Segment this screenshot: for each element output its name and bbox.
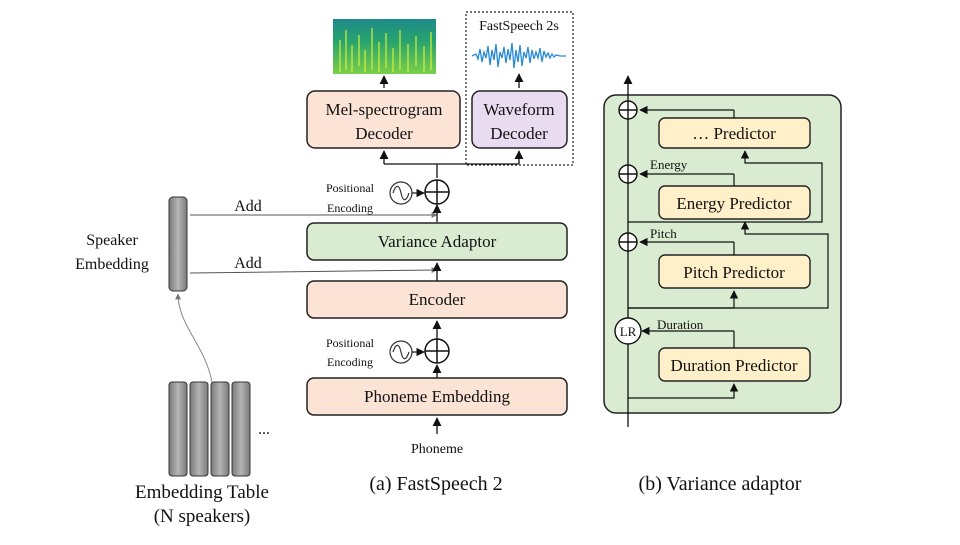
phoneme-embedding-label: Phoneme Embedding bbox=[364, 387, 510, 406]
phoneme-label: Phoneme bbox=[411, 442, 463, 457]
add-arrow-bottom bbox=[189, 267, 438, 274]
duration-predictor-label: Duration Predictor bbox=[671, 356, 798, 375]
embedding-table-label-1: Embedding Table bbox=[135, 482, 269, 503]
embedding-column-1 bbox=[168, 381, 188, 477]
encoder-label: Encoder bbox=[409, 290, 466, 309]
embedding-column-4 bbox=[231, 381, 251, 477]
mel-spectrogram-image bbox=[333, 19, 436, 74]
embedding-table-label-2: (N speakers) bbox=[154, 506, 251, 527]
waveform-decoder-box: Waveform Decoder bbox=[471, 90, 568, 149]
caption-variance-adaptor: (b) Variance adaptor bbox=[639, 473, 802, 495]
positional-encoding-bottom: Positional Encoding bbox=[326, 336, 450, 369]
embedding-column-3 bbox=[210, 381, 230, 477]
adder-pitch bbox=[618, 232, 638, 252]
speaker-embedding-label-1: Speaker bbox=[86, 232, 138, 249]
more-predictor-label: … Predictor bbox=[692, 124, 776, 143]
positional-encoding-top: Positional Encoding bbox=[326, 179, 450, 215]
positional-encoding-top-label-1: Positional bbox=[326, 181, 375, 195]
waveform-image bbox=[471, 42, 566, 69]
length-regulator: LR bbox=[614, 317, 642, 345]
energy-predictor-label: Energy Predictor bbox=[676, 194, 792, 213]
add-label-bottom: Add bbox=[234, 255, 262, 272]
add-label-top: Add bbox=[234, 198, 262, 215]
mel-decoder-label-1: Mel-spectrogram bbox=[325, 100, 442, 119]
waveform-decoder-label-2: Decoder bbox=[490, 124, 548, 143]
encoder-box: Encoder bbox=[306, 280, 568, 319]
speaker-embedding-bar bbox=[168, 196, 188, 292]
speaker-embedding-group: Speaker Embedding bbox=[75, 196, 188, 292]
fastspeech2s-title: FastSpeech 2s bbox=[479, 19, 559, 34]
lr-label: LR bbox=[620, 324, 637, 339]
adder-energy bbox=[618, 164, 638, 184]
waveform-decoder-label-1: Waveform bbox=[483, 100, 554, 119]
adder-more bbox=[618, 100, 638, 120]
phoneme-embedding-box: Phoneme Embedding bbox=[306, 377, 568, 416]
add-arrows: Add Add bbox=[189, 198, 438, 274]
input-to-duration bbox=[628, 383, 739, 399]
caption-fastspeech2: (a) FastSpeech 2 bbox=[369, 473, 502, 495]
positional-encoding-bottom-label-1: Positional bbox=[326, 336, 375, 350]
pitch-label: Pitch bbox=[650, 226, 677, 241]
mel-spectrogram-decoder-box: Mel-spectrogram Decoder bbox=[306, 90, 461, 149]
energy-label: Energy bbox=[650, 157, 688, 172]
positional-encoding-bottom-label-2: Encoding bbox=[327, 355, 373, 369]
variance-adaptor-label: Variance Adaptor bbox=[378, 232, 497, 251]
variance-adaptor-box: Variance Adaptor bbox=[306, 222, 568, 261]
pitch-to-more bbox=[628, 150, 823, 223]
variance-adaptor-detail: LR … Predictor Energy Energy Predictor P… bbox=[603, 75, 842, 427]
fastspeech2s-box: FastSpeech 2s bbox=[465, 11, 574, 166]
lookup-connector bbox=[175, 293, 213, 383]
embedding-ellipsis: ... bbox=[258, 421, 270, 438]
mel-decoder-label-2: Decoder bbox=[355, 124, 413, 143]
embedding-table: ... Embedding Table (N speakers) bbox=[135, 381, 270, 527]
speaker-embedding-label-2: Embedding bbox=[75, 256, 149, 273]
pitch-predictor-label: Pitch Predictor bbox=[683, 263, 785, 282]
embedding-column-2 bbox=[189, 381, 209, 477]
positional-encoding-top-label-2: Encoding bbox=[327, 201, 373, 215]
duration-label: Duration bbox=[657, 317, 704, 332]
lr-to-energy bbox=[628, 221, 829, 309]
